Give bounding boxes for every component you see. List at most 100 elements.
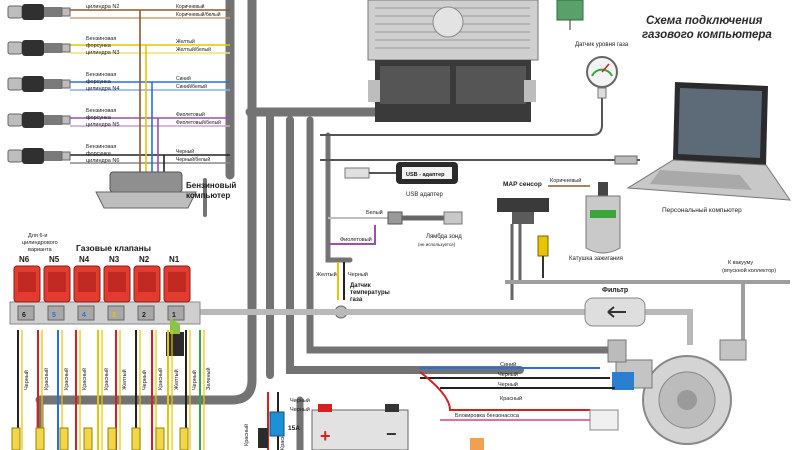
valve-wire-label: Черный <box>191 370 198 390</box>
black-top-label-2: Черный <box>290 406 310 413</box>
gas-level-label: Датчик уровня газа <box>575 42 629 48</box>
filter <box>584 297 646 327</box>
gas-valve: N44 <box>73 255 101 321</box>
gas-valve-number: 2 <box>142 312 146 319</box>
filter-label: Фильтр <box>602 287 628 294</box>
petrol-ecu-connector: Бензиновый компьютер <box>95 171 236 209</box>
wire-looms <box>35 0 614 450</box>
fuse-label: 15A <box>288 425 300 432</box>
valve-wire-label: Красный <box>63 368 70 390</box>
injector-label: форсунка <box>86 115 112 121</box>
gas-ecu <box>367 0 539 122</box>
valve-wire-label: Черный <box>141 370 148 390</box>
temp-yellow-label: Желтый <box>316 271 337 278</box>
valve-wire-label: Красный <box>103 368 110 390</box>
gas-valves: Для 6-и цилиндрового варианта Газовые кл… <box>9 233 201 325</box>
gas-valve-number: 1 <box>172 312 176 319</box>
gas-valve: N6 6 <box>13 255 41 321</box>
red-left-label: Красный <box>243 424 250 446</box>
injector-label: форсунка <box>86 43 112 49</box>
gas-valve-label: N2 <box>139 255 150 264</box>
injector-wires <box>70 9 230 175</box>
gas-valve-label: N1 <box>169 255 180 264</box>
ignition-coil-label: Катушка зажигания <box>569 256 623 262</box>
gas-valve-label: N5 <box>49 255 60 264</box>
black-top-label: Черный <box>290 397 310 404</box>
injector-wire-label: Фиолетовый <box>176 111 205 118</box>
pc-label: Персональный компьютер <box>662 206 742 214</box>
petrol-pump-relay <box>470 438 484 450</box>
valve-wire-label: Желтый <box>173 369 180 390</box>
injector-label: Бензиновая <box>86 36 116 42</box>
valve-wire-label: Красный <box>43 368 50 390</box>
lambda-note: (не используется) <box>418 242 456 247</box>
injector-label: цилиндра N5 <box>86 122 119 128</box>
petrol-block-label: Блокировка бензонасоса <box>455 413 520 419</box>
injector-wire-label: Синий/белый <box>176 83 207 90</box>
ignition-coil: Катушка зажигания <box>569 182 623 262</box>
gas-valve: N2 2 <box>133 255 161 321</box>
relay-connector <box>258 428 268 448</box>
gas-valve: N33 <box>103 255 131 321</box>
gas-valve-number: 5 <box>52 312 56 319</box>
valve-wire-label: Красный <box>157 368 164 390</box>
injector-wire-label: Синий <box>176 75 191 82</box>
valve-wire-label: Желтый <box>121 369 128 390</box>
map-sensor: MAP сенсор Коричневый <box>497 177 590 300</box>
usb-adapter-badge: USB - адаптер <box>406 172 445 178</box>
valve-wire-label: Черный <box>23 370 30 390</box>
title-line-2: газового компьютера <box>642 29 772 41</box>
injector-wire-label: Черный <box>176 148 194 155</box>
laptop-icon: Персональный компьютер <box>626 82 792 214</box>
injector-wire-label: Коричневый/белый <box>176 11 221 18</box>
injector-wire-label: Фиолетовый/белый <box>176 119 221 126</box>
valve-wire-label: Зеленый <box>205 367 212 390</box>
valves-note-1: Для 6-и <box>28 233 47 239</box>
injector-wire-labels: КоричневыйКоричневый/белыйЖелтыйЖелтый/б… <box>176 3 221 163</box>
black-wire-label-1: Черный <box>498 371 518 378</box>
map-sensor-label: MAP сенсор <box>503 181 542 188</box>
usb-adapter-caption: USB адаптер <box>406 192 443 198</box>
temp-connector <box>166 332 184 356</box>
injector-label: форсунка <box>86 79 112 85</box>
petrol-injector: цилиндра N2 <box>7 4 119 20</box>
injector-label: Бензиновая <box>86 108 116 114</box>
lambda-violet-label: Фиолетовый <box>340 236 372 243</box>
injector-label: цилиндра N4 <box>86 86 119 92</box>
injector-label: Бензиновая <box>86 72 116 78</box>
battery-minus-icon: − <box>386 424 397 444</box>
temp-black-label: Черный <box>348 271 368 278</box>
injector-wire-label: Коричневый <box>176 3 205 10</box>
gas-valve-number: 6 <box>22 312 26 319</box>
valve-lower-labels: Черный Красный Красный Красный Красный Желтый… <box>23 367 212 390</box>
injector-label: форсунка <box>86 151 112 157</box>
gas-reducer <box>607 339 747 445</box>
gas-valve-label: N6 <box>19 255 30 264</box>
red-left-label-2: Красный <box>279 428 286 450</box>
fuse: 15A <box>269 411 300 437</box>
map-wire-label: Коричневый <box>550 177 581 184</box>
battery: + − <box>311 404 409 450</box>
ground-connector <box>589 409 619 431</box>
gas-hoses <box>200 280 790 345</box>
valves-title: Газовые клапаны <box>76 243 151 253</box>
injector-label: Бензиновая <box>86 144 116 150</box>
injector-wire-label: Черный/белый <box>176 156 210 163</box>
title-line-1: Схема подключения <box>646 15 763 27</box>
temp-sensor-line-1: Датчик <box>350 283 371 289</box>
valves-note-3: варианта <box>28 247 53 253</box>
temp-sensor-line-2: температуры <box>350 290 390 296</box>
temp-sensor-line-3: газа <box>350 297 363 303</box>
vacuum-label-1: К вакууму <box>728 260 753 266</box>
gas-valve: N1 1 <box>163 255 191 321</box>
vacuum-label-2: (впускной коллектор) <box>722 267 776 274</box>
valves-note-2: цилиндрового <box>22 240 58 246</box>
red-wire-label: Красный <box>500 395 522 402</box>
injector-label: цилиндра N3 <box>86 50 119 56</box>
usb-adapter: USB - адаптер USB адаптер <box>344 162 458 198</box>
